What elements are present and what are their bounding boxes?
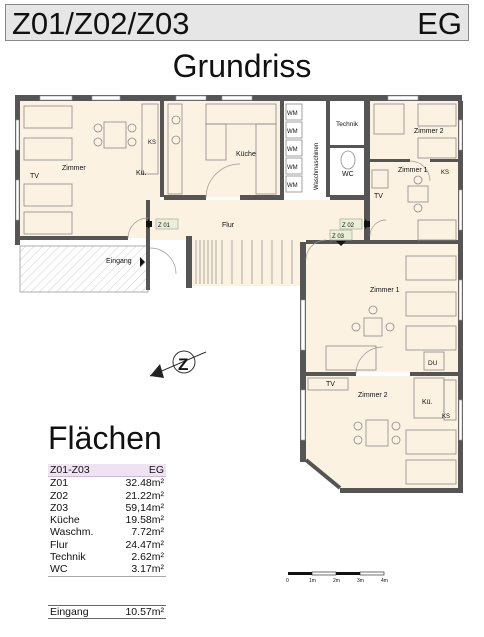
label-kueche-z01: Kü. bbox=[136, 170, 147, 177]
table-row: Z03 59,14m² bbox=[48, 502, 166, 514]
table-row bbox=[48, 575, 166, 589]
area-value: 32.48m² bbox=[125, 477, 164, 490]
furniture bbox=[23, 103, 457, 485]
label-wm-4: WM bbox=[287, 165, 298, 171]
table-row: Technik 2.62m² bbox=[48, 551, 166, 563]
scale-label-4: 4m bbox=[381, 578, 388, 584]
label-wm-5: WM bbox=[287, 183, 298, 189]
area-label: Z02 bbox=[50, 489, 69, 502]
staircase bbox=[195, 240, 293, 284]
label-wm-3: WM bbox=[287, 147, 298, 153]
label-zimmer-z01: Zimmer bbox=[62, 165, 86, 172]
area-label: WC bbox=[50, 563, 68, 576]
area-label: Flur bbox=[50, 538, 69, 551]
label-tv-top: TV bbox=[374, 193, 383, 200]
scale-label-2: 2m bbox=[333, 578, 340, 584]
unit-tags bbox=[140, 218, 370, 267]
scale-label-1: 1m bbox=[309, 578, 316, 584]
label-zimmer2-bottom: Zimmer 2 bbox=[358, 392, 388, 399]
label-ks-z01: KS bbox=[148, 140, 156, 146]
label-tv-z01: TV bbox=[30, 173, 39, 180]
unit-title: Z01/Z02/Z03 bbox=[12, 6, 190, 41]
label-ks-bottom: KS bbox=[442, 414, 450, 420]
windows bbox=[15, 95, 463, 441]
plan-title: Grundriss bbox=[172, 48, 312, 84]
table-row: Z01 32.48m² bbox=[48, 477, 166, 490]
areas-table: Z01-Z03 EG Z01 32.48m² Z02 21.22m² Z03 59,1… bbox=[48, 464, 166, 589]
area-value: 21.22m² bbox=[125, 489, 164, 502]
area-label: Waschm. bbox=[50, 526, 94, 539]
tag-z02: Z 02 bbox=[342, 223, 355, 229]
table-row: Eingang 10.57m² bbox=[48, 605, 166, 619]
scale-label-0: 0 bbox=[286, 578, 289, 584]
table-row: Waschm. 7.72m² bbox=[48, 526, 166, 538]
area-label: Z01 bbox=[50, 477, 69, 490]
label-wc: WC bbox=[342, 171, 354, 178]
eingang-label: Eingang bbox=[48, 605, 107, 619]
tag-z03: Z 03 bbox=[332, 234, 345, 240]
label-wm-2: WM bbox=[287, 129, 298, 135]
label-kueche: Küche bbox=[236, 151, 256, 158]
area-value: 24.47m² bbox=[125, 538, 164, 551]
label-zimmer2-top: Zimmer 2 bbox=[414, 128, 444, 135]
label-kueche-bottom: Kü. bbox=[422, 399, 433, 406]
table-row: Z02 21.22m² bbox=[48, 490, 166, 502]
eingang-value: 10.57m² bbox=[107, 605, 166, 619]
compass-letter: Z bbox=[178, 355, 188, 374]
scale-bar: 0 1m 2m 3m 4m bbox=[286, 571, 388, 584]
label-eingang: Eingang bbox=[106, 258, 132, 265]
area-label: Technik bbox=[50, 551, 86, 564]
area-value: 19.58m² bbox=[125, 514, 164, 527]
label-zimmer1-top: Zimmer 1 bbox=[398, 167, 428, 174]
label-tv-bottom: TV bbox=[326, 381, 335, 388]
doors bbox=[127, 160, 431, 375]
scale-label-3: 3m bbox=[357, 578, 364, 584]
label-waschmaschinen: Waschmaschinen bbox=[314, 143, 320, 190]
area-value: 7.72m² bbox=[131, 526, 164, 539]
label-ks-top: KS bbox=[441, 170, 449, 176]
label-du: DU bbox=[428, 360, 438, 367]
table-row: Flur 24.47m² bbox=[48, 539, 166, 551]
areas-table-head: Z01-Z03 EG bbox=[48, 464, 166, 478]
header-bar: Z01/Z02/Z03 EG bbox=[5, 4, 469, 41]
area-label: Küche bbox=[50, 514, 80, 527]
label-technik: Technik bbox=[336, 121, 359, 128]
area-value: 59,14m² bbox=[125, 501, 164, 514]
label-wm-1: WM bbox=[287, 111, 298, 117]
table-row: Küche 19.58m² bbox=[48, 514, 166, 526]
area-label: Z03 bbox=[50, 501, 69, 514]
areas-title: Flächen bbox=[48, 420, 162, 456]
table-row: WC 3.17m² bbox=[48, 563, 166, 576]
compass-icon: Z bbox=[149, 350, 207, 378]
tag-z01: Z 01 bbox=[158, 223, 171, 229]
label-zimmer1-big: Zimmer 1 bbox=[370, 287, 400, 294]
areas-head-label: Z01-Z03 bbox=[48, 464, 111, 478]
areas-head-value: EG bbox=[110, 464, 166, 478]
room-floors bbox=[19, 101, 458, 488]
area-value: 3.17m² bbox=[131, 563, 164, 576]
label-flur: Flur bbox=[222, 222, 235, 229]
floor-label: EG bbox=[417, 6, 462, 41]
area-value: 2.62m² bbox=[131, 551, 164, 564]
eingang-table: Eingang 10.57m² bbox=[48, 605, 166, 619]
